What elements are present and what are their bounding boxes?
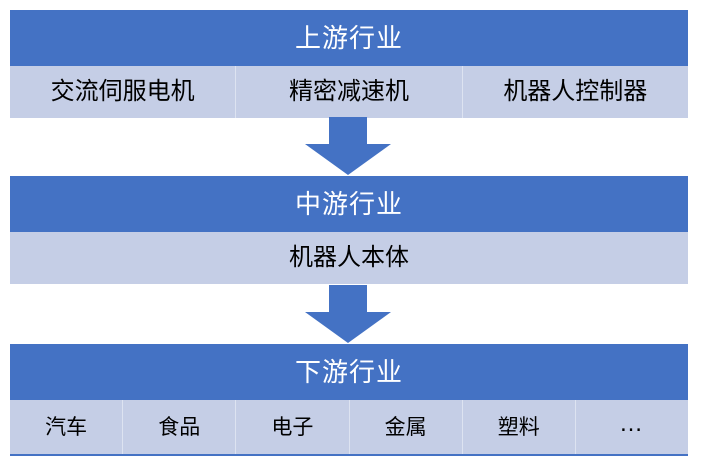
tier-downstream-item-0: 汽车	[45, 415, 88, 439]
tier-upstream: 上游行业 交流伺服电机 精密减速机 机器人控制器	[10, 10, 688, 118]
tier-upstream-item-1: 精密减速机	[235, 66, 461, 118]
tier-upstream-item-2: 机器人控制器	[461, 66, 688, 118]
tier-midstream: 中游行业 机器人本体	[10, 176, 688, 284]
tier-downstream: 下游行业 汽车 食品 电子 金属 塑料 …	[10, 344, 688, 456]
tier-downstream-item-4: 塑料	[461, 400, 575, 454]
tier-downstream-header: 下游行业	[10, 344, 688, 400]
tier-midstream-header: 中游行业	[10, 176, 688, 232]
tier-downstream-item-2: 电子	[235, 400, 348, 454]
tier-upstream-items: 交流伺服电机 精密减速机 机器人控制器	[10, 66, 688, 118]
down-arrow-icon-midstream-to-downstream	[305, 285, 391, 343]
down-arrow-icon-upstream-to-midstream	[305, 117, 391, 175]
tier-downstream-items: 汽车 食品 电子 金属 塑料 …	[10, 400, 688, 456]
tier-downstream-item-1: 食品	[122, 400, 235, 454]
tier-upstream-item-0: 交流伺服电机	[50, 78, 195, 105]
tier-midstream-item-0: 机器人本体	[289, 244, 409, 271]
tier-downstream-item-3: 金属	[348, 400, 462, 454]
tier-downstream-item-5: …	[574, 400, 688, 454]
tier-upstream-header: 上游行业	[10, 10, 688, 66]
tier-midstream-items: 机器人本体	[10, 232, 688, 284]
